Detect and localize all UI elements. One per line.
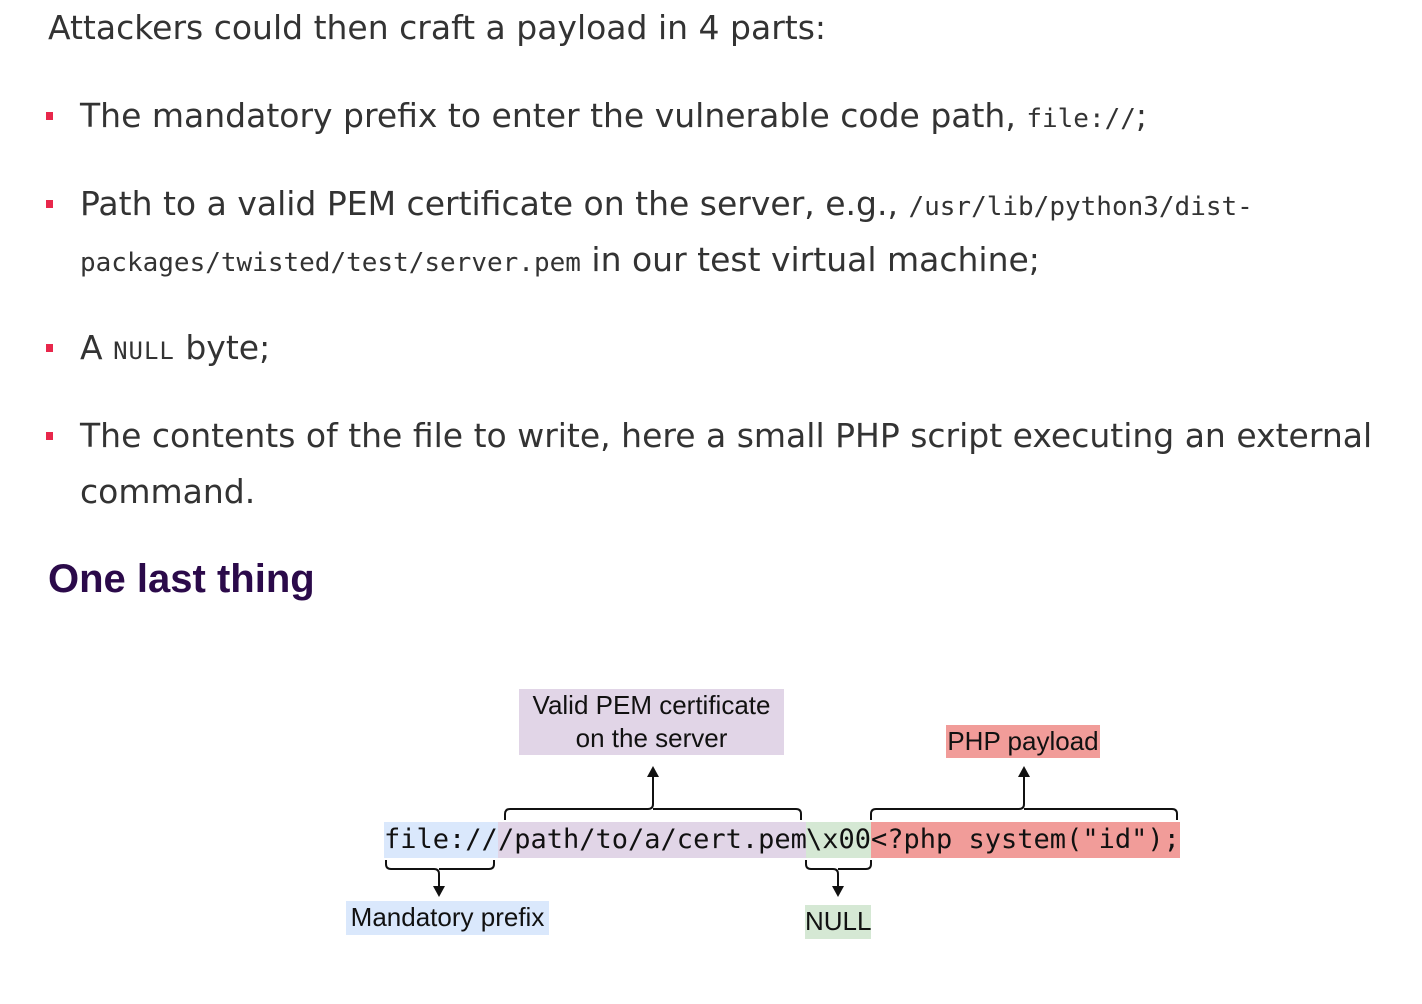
payload-path-segment: /path/to/a/cert.pem [498, 822, 807, 858]
bullet-icon [46, 112, 53, 120]
arrow-up-icon [1018, 766, 1030, 777]
arrow-up-icon [647, 766, 659, 777]
list-item-text-continued: packages/twisted/test/server.pem in our … [80, 232, 1380, 291]
bullet-icon [46, 200, 53, 208]
prefix-bracket [385, 860, 495, 890]
bullet-icon [46, 344, 53, 352]
inline-code: packages/twisted/test/server.pem [80, 248, 581, 278]
list-item-text: Path to a valid PEM certificate on the s… [80, 176, 1380, 235]
inline-code: /usr/lib/python3/dist- [908, 192, 1253, 222]
inline-code: file:// [1026, 104, 1136, 134]
inline-code: NULL [113, 337, 175, 365]
intro-paragraph: Attackers could then craft a payload in … [48, 8, 827, 47]
payload-prefix-segment: file:// [384, 822, 498, 858]
list-item-label: Path to a valid PEM certificate on the s… [80, 184, 909, 223]
null-bracket [805, 860, 872, 890]
section-heading: One last thing [48, 557, 315, 601]
payload-php-segment: <?php system("id"); [871, 822, 1180, 858]
payload-string: file:///path/to/a/cert.pem\x00<?php syst… [384, 822, 1180, 858]
list-item-end: ; [1135, 96, 1148, 135]
pem-label-line2: on the server [575, 723, 728, 753]
bullet-icon [46, 432, 53, 440]
list-item-text: The mandatory prefix to enter the vulner… [80, 88, 1380, 147]
arrow-down-icon [832, 886, 844, 897]
list-item-end: byte; [174, 328, 271, 367]
php-payload-label: PHP payload [946, 725, 1100, 758]
list-item-text-continued: command. [80, 472, 256, 511]
mandatory-prefix-label: Mandatory prefix [346, 901, 549, 935]
arrow-down-icon [433, 886, 445, 897]
list-item-label: A [80, 328, 114, 367]
payload-null-segment: \x00 [806, 822, 871, 858]
list-item-label: The mandatory prefix to enter the vulner… [80, 96, 1027, 135]
list-item-text: The contents of the file to write, here … [80, 416, 1373, 455]
null-label: NULL [805, 905, 871, 939]
php-bracket [870, 772, 1178, 820]
path-bracket [504, 772, 802, 820]
pem-label-line1: Valid PEM certificate [532, 690, 771, 720]
pem-certificate-label: Valid PEM certificate on the server [519, 689, 784, 755]
list-item-end: in our test virtual machine; [580, 240, 1040, 279]
list-item-text: A NULL byte; [80, 320, 1380, 379]
